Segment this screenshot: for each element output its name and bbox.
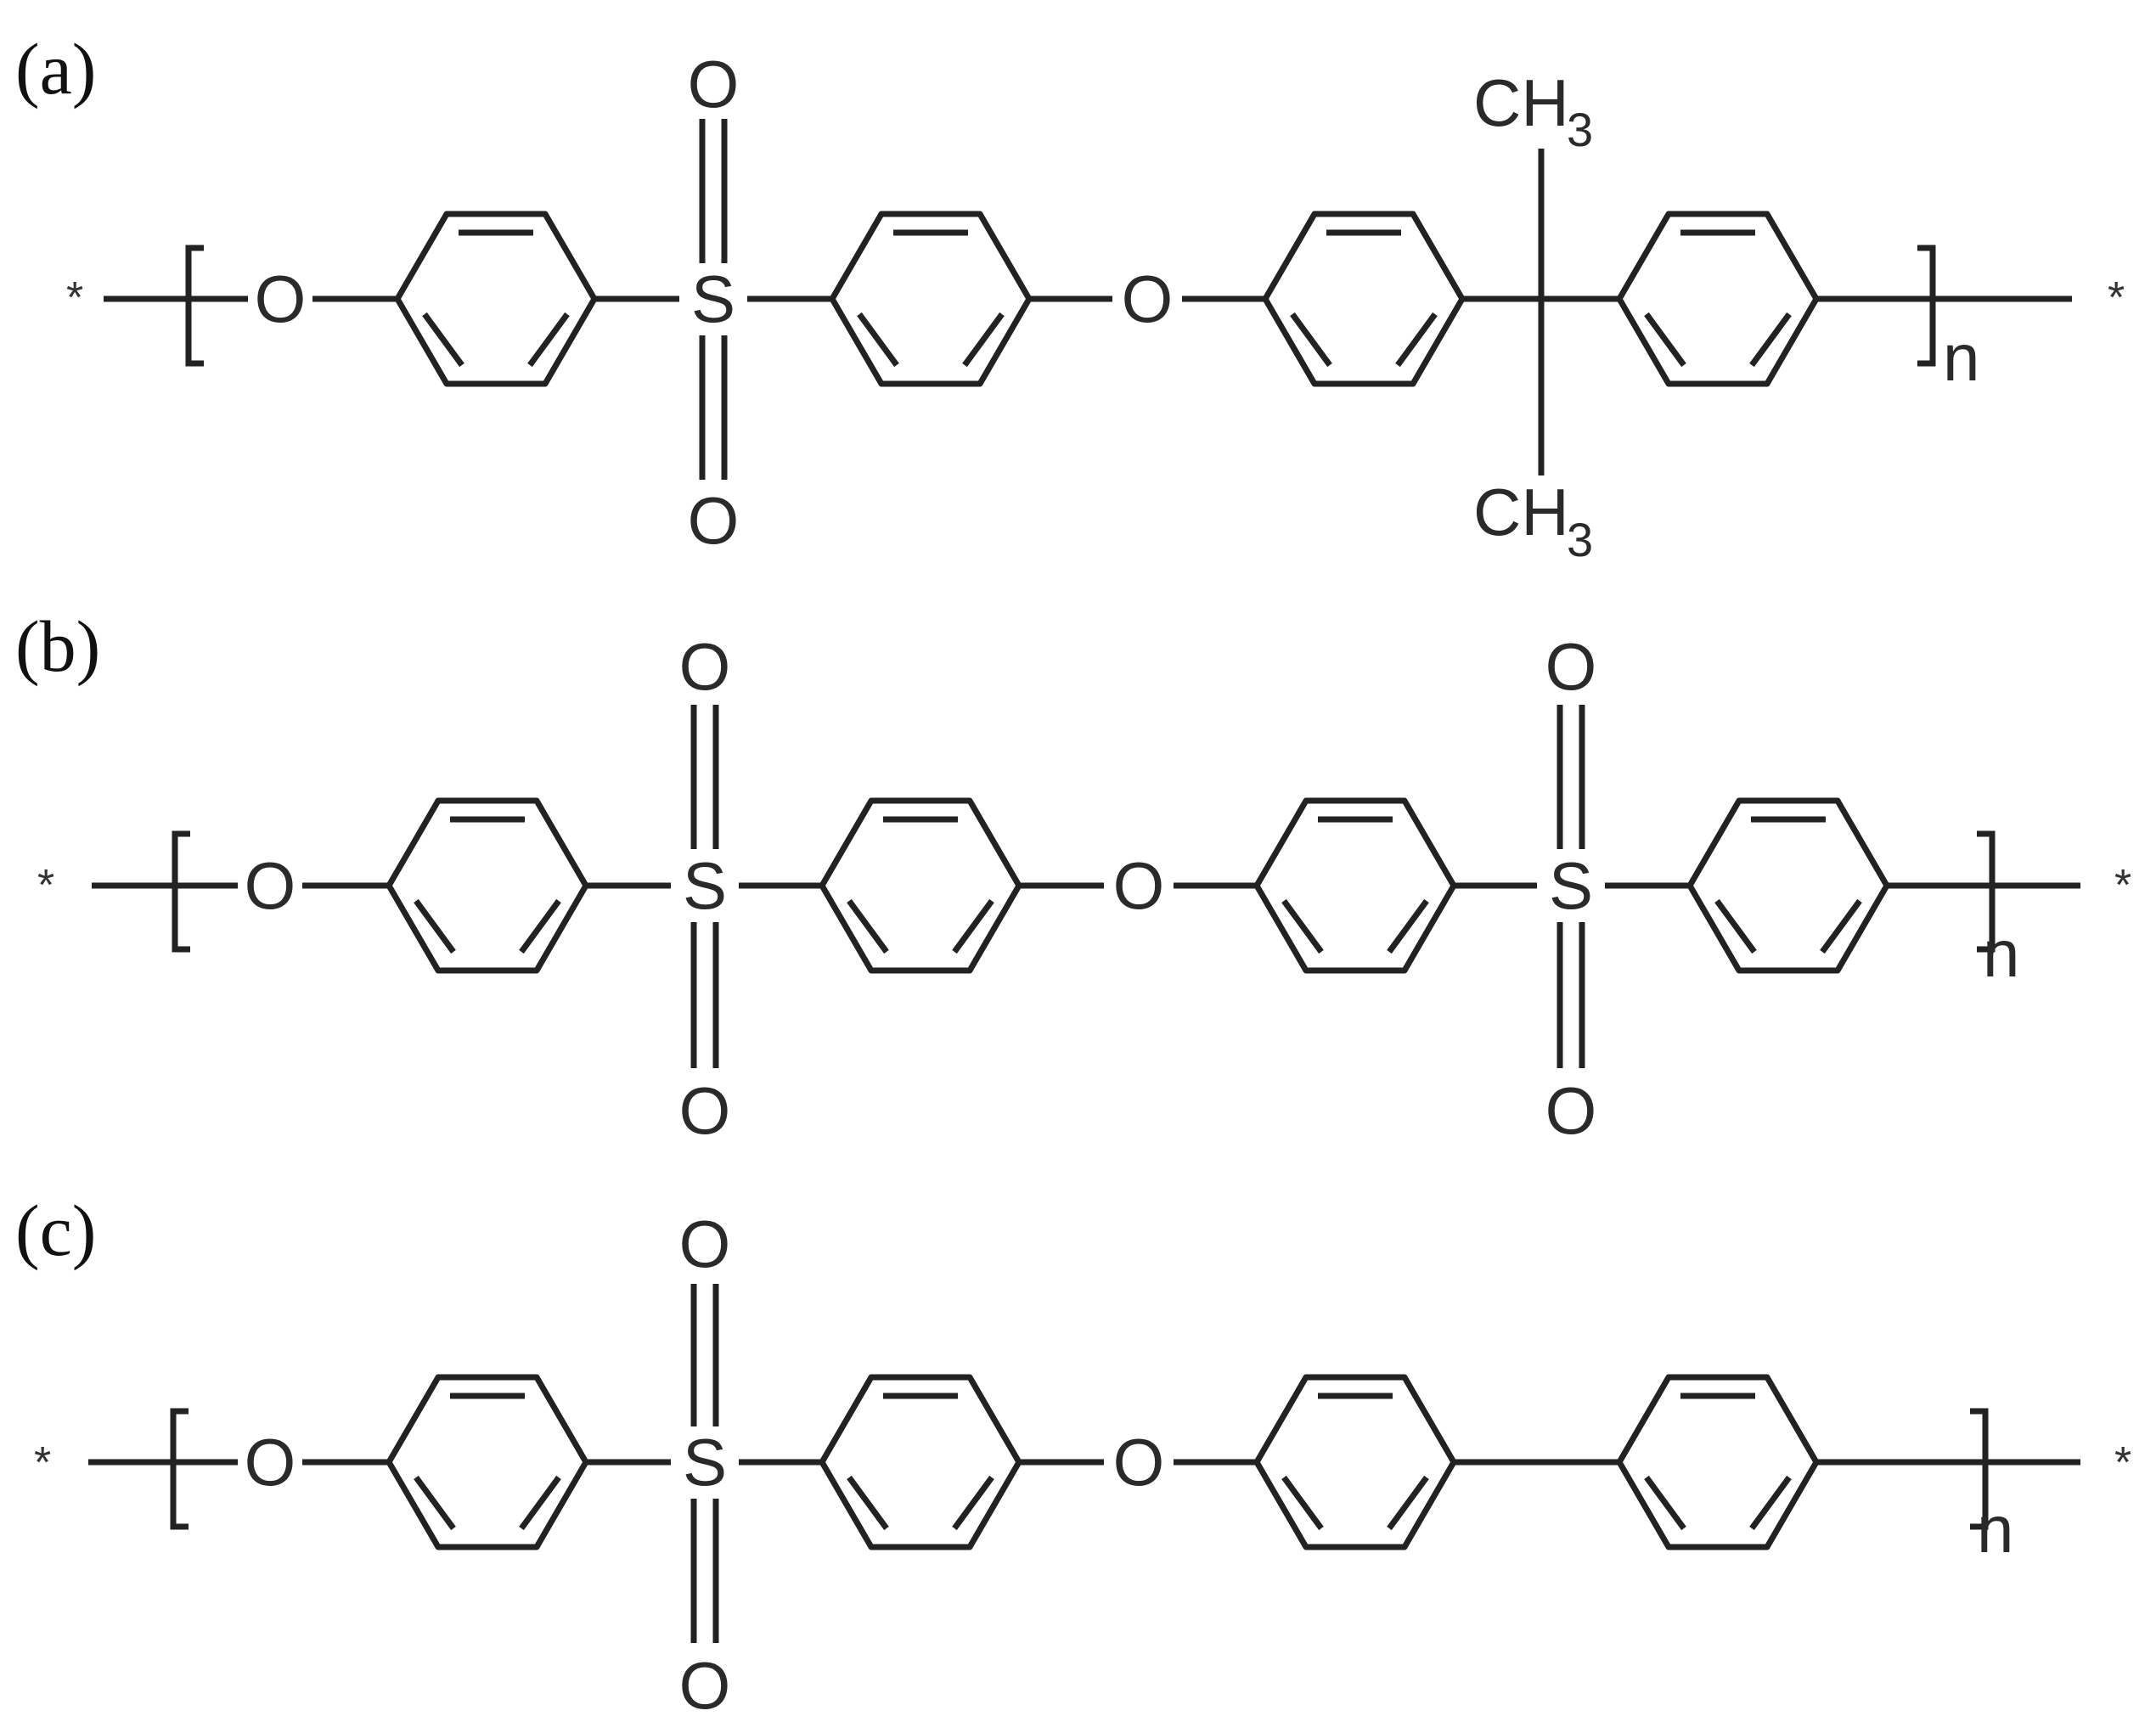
sulfur-atom: S <box>683 848 727 923</box>
benzene-ring <box>386 797 589 974</box>
sulfonyl-double-bonds-a <box>699 119 728 480</box>
benzene-ring <box>1253 1374 1457 1550</box>
methyl-bottom: CH <box>1473 475 1569 549</box>
repeat-bracket-right <box>1917 245 1936 367</box>
sulfonyl-double-bonds-b <box>690 705 1585 1068</box>
benzene-ring <box>1253 797 1457 974</box>
ether-oxygen: O <box>255 262 307 336</box>
structure-c: (c) <box>15 1190 2131 1723</box>
sulfonyl-oxygen-bottom: O <box>679 1073 731 1148</box>
repeat-subscript: n <box>1977 1492 2013 1567</box>
structure-b: (b) <box>15 605 2131 1148</box>
ether-oxygen: O <box>1122 262 1174 336</box>
methyl-top: CH <box>1473 65 1569 140</box>
benzene-ring <box>386 1374 589 1550</box>
sulfur-atom: S <box>1549 848 1593 923</box>
ether-oxygen: O <box>1113 848 1165 923</box>
end-group-left: * <box>37 861 54 910</box>
sulfur-atom: S <box>691 262 735 336</box>
panel-label-b: (b) <box>15 605 100 687</box>
sulfonyl-oxygen-top: O <box>1545 629 1597 704</box>
sulfonyl-oxygen-top: O <box>679 1207 731 1281</box>
repeat-bracket-left <box>185 245 204 367</box>
benzene-ring <box>1686 797 1890 974</box>
panel-label-a: (a) <box>15 28 96 110</box>
repeat-bracket-right <box>1970 1408 1989 1530</box>
ether-oxygen: O <box>1113 1425 1165 1499</box>
end-group-left: * <box>66 273 83 323</box>
sulfonyl-oxygen-bottom: O <box>688 483 740 558</box>
end-group-right: * <box>2108 273 2125 323</box>
end-group-right: * <box>2114 861 2131 910</box>
repeat-subscript: n <box>1943 320 1979 395</box>
benzene-ring <box>1616 1374 1820 1550</box>
end-group-right: * <box>2114 1438 2131 1488</box>
sulfonyl-oxygen-top: O <box>679 629 731 704</box>
methyl-top-subscript: 3 <box>1567 103 1593 156</box>
sulfonyl-oxygen-bottom: O <box>679 1648 731 1723</box>
sulfonyl-oxygen-bottom: O <box>1545 1073 1597 1148</box>
benzene-ring <box>1262 211 1466 387</box>
benzene-ring <box>394 211 598 387</box>
repeat-bracket-left <box>172 830 190 953</box>
benzene-ring <box>819 797 1022 974</box>
sulfonyl-double-bonds-c <box>690 1284 719 1643</box>
end-group-left: * <box>34 1438 51 1488</box>
benzene-ring <box>829 211 1033 387</box>
benzene-ring <box>1616 211 1820 387</box>
benzene-ring <box>819 1374 1022 1550</box>
sulfonyl-oxygen-top: O <box>688 47 740 121</box>
repeat-bracket-left <box>170 1408 189 1530</box>
ether-oxygen: O <box>245 848 296 923</box>
ether-oxygen: O <box>245 1425 296 1499</box>
sulfur-atom: S <box>683 1425 727 1499</box>
structure-a: (a) <box>15 28 2125 566</box>
panel-label-c: (c) <box>15 1190 96 1271</box>
repeat-bracket-right <box>1977 830 1996 953</box>
methyl-bottom-subscript: 3 <box>1567 513 1593 566</box>
repeat-subscript: n <box>1983 916 2019 991</box>
